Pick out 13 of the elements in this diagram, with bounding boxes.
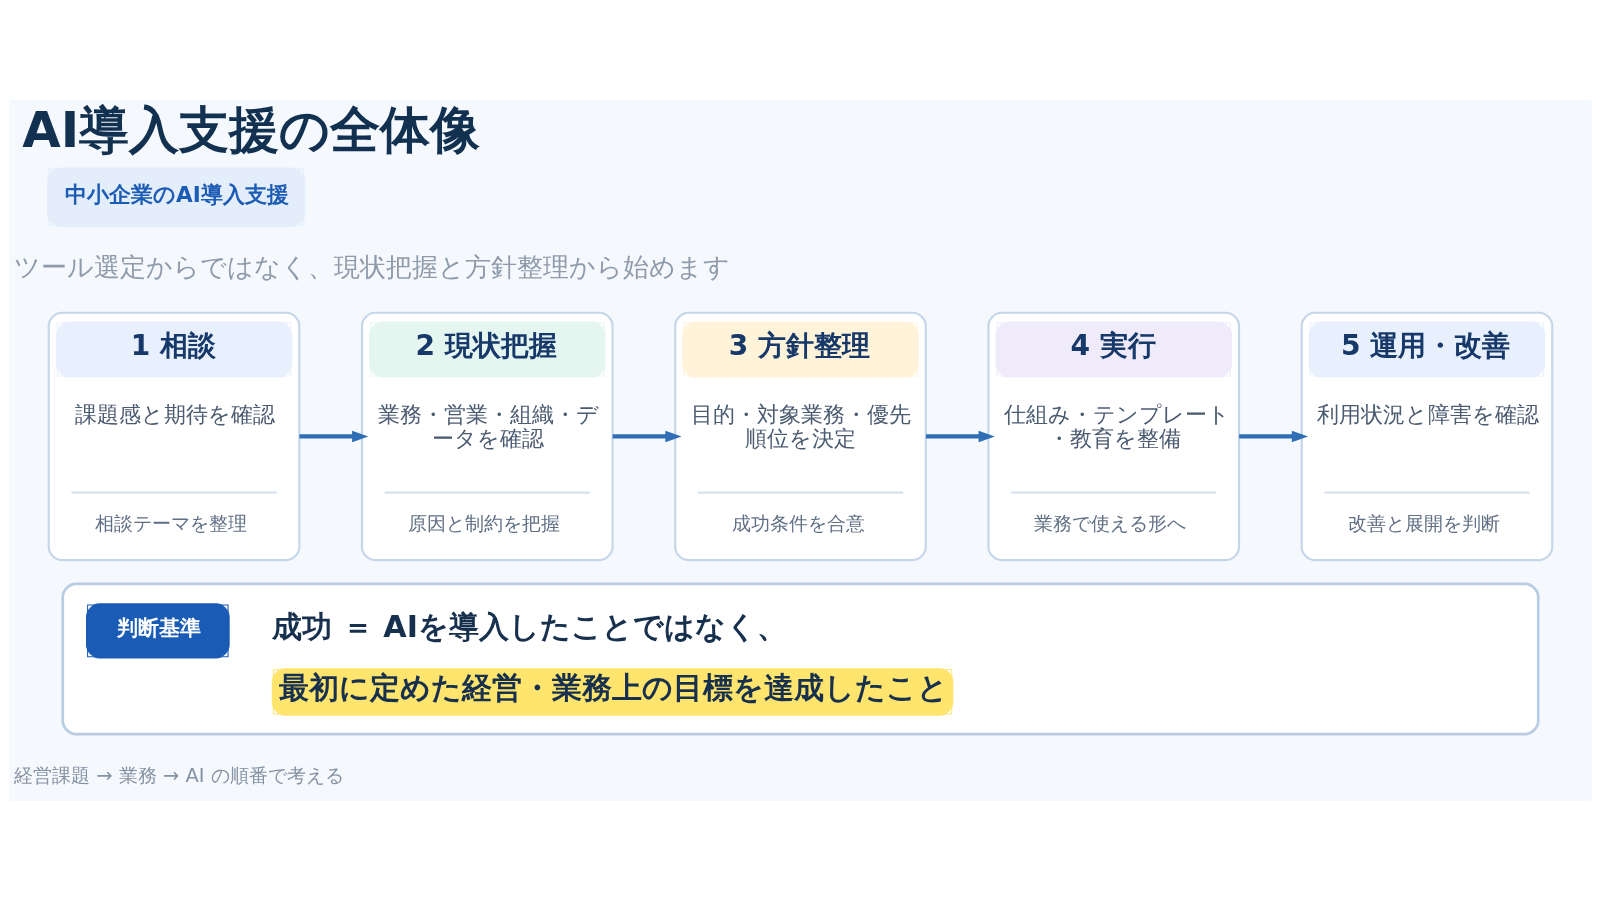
label: ツール選定からではなく、現状把握と方針整理から始めます <box>13 251 730 282</box>
node-box: 3 方針整理 目的・対象業務・優先順位を決定 成功条件を合意 <box>673 311 927 561</box>
arrow <box>925 430 995 442</box>
diagram-title: AI導入支援の全体像 <box>21 100 480 159</box>
label: 経営課題 → 業務 → AI の順番で考える <box>13 763 344 787</box>
node-box: 4 実行 仕組み・テンプレート・教育を整備 業務で使える形へ <box>986 311 1240 561</box>
node-box: 5 運用・改善 利用状況と障害を確認 改善と展開を判断 <box>1300 311 1553 561</box>
arrow <box>1238 430 1308 442</box>
node-box: 判断基準 成功 ＝ AIを導入したことではなく、 最初に定めた経営・業務上の目標を達成したこと <box>60 582 1540 735</box>
node-box: 2 現状把握 業務・営業・組織・データを確認 原因と制約を把握 <box>360 311 614 561</box>
arrow <box>298 430 368 442</box>
node-box: 1 相談 課題感と期待を確認 相談テーマを整理 <box>47 311 300 561</box>
arrow <box>612 430 682 442</box>
